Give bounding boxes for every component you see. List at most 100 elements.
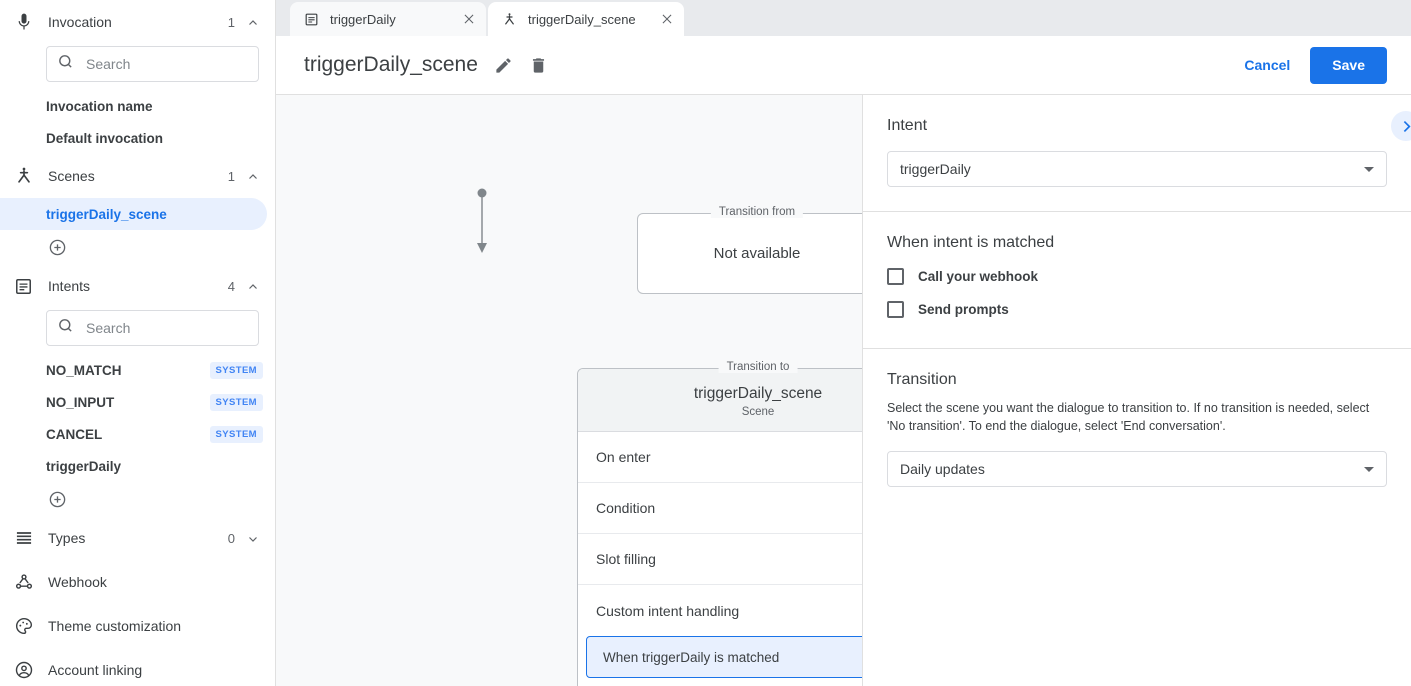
sidebar-group-label: Types xyxy=(48,530,86,546)
dropdown-arrow-icon xyxy=(1364,466,1374,472)
scene-row-label: Slot filling xyxy=(596,551,656,567)
sidebar-group-count: 1 xyxy=(227,168,235,184)
scene-node-title: triggerDaily_scene xyxy=(693,385,823,402)
types-icon xyxy=(14,528,40,548)
scene-row-custom-intent-handling[interactable]: Custom intent handling + xyxy=(578,585,862,636)
checkbox-call-your-webhook[interactable] xyxy=(887,268,904,285)
intent-select[interactable]: triggerDaily xyxy=(887,151,1387,187)
dropdown-arrow-icon xyxy=(1364,166,1374,172)
page-title: triggerDaily_scene xyxy=(304,53,478,76)
main-area: triggerDaily triggerDaily_scene xyxy=(276,0,1411,686)
search-icon xyxy=(57,317,74,339)
intents-search-wrap xyxy=(0,308,275,354)
checkbox-label: Call your webhook xyxy=(918,269,1039,284)
intents-search-input[interactable] xyxy=(84,319,248,337)
pencil-icon[interactable] xyxy=(494,56,513,75)
system-badge: SYSTEM xyxy=(209,361,263,379)
palette-icon xyxy=(14,616,40,636)
tab-label: triggerDaily_scene xyxy=(528,11,636,27)
intent-label: triggerDaily xyxy=(46,458,122,474)
close-icon[interactable] xyxy=(644,12,674,26)
intent-label: NO_MATCH xyxy=(46,362,122,378)
sidebar-group-intents[interactable]: Intents 4 xyxy=(0,264,275,308)
transition-to-legend: Transition to xyxy=(718,361,798,373)
system-badge: SYSTEM xyxy=(209,425,263,443)
sidebar-item-label: Account linking xyxy=(48,662,143,678)
chevron-down-icon[interactable] xyxy=(247,532,259,544)
when-intent-matched-heading: When intent is matched xyxy=(887,234,1055,251)
sidebar-group-count: 4 xyxy=(227,278,235,294)
close-icon[interactable] xyxy=(446,12,476,26)
invocation-search-box[interactable] xyxy=(46,46,259,82)
transition-select[interactable]: Daily updates xyxy=(887,451,1387,488)
account-circle-icon xyxy=(14,660,40,680)
left-sidebar: Invocation 1 Invocation name Default inv… xyxy=(0,0,276,686)
sidebar-group-types[interactable]: Types 0 xyxy=(0,516,275,560)
sidebar-item-cancel[interactable]: CANCEL SYSTEM xyxy=(0,418,275,450)
add-scene-button[interactable] xyxy=(0,230,275,264)
intent-section: Intent triggerDaily xyxy=(863,95,1411,211)
sidebar-item-no-input[interactable]: NO_INPUT SYSTEM xyxy=(0,386,275,418)
transition-from-node[interactable]: Transition from Not available xyxy=(637,206,862,294)
chevron-up-icon[interactable] xyxy=(247,280,259,292)
search-icon xyxy=(57,53,74,75)
sidebar-item-triggerdaily-scene[interactable]: triggerDaily_scene xyxy=(0,198,267,230)
scene-node-subtitle: Scene xyxy=(741,406,775,418)
transition-heading: Transition xyxy=(887,371,957,388)
tab-triggerdaily-scene[interactable]: triggerDaily_scene xyxy=(488,2,684,36)
checkbox-send-prompts[interactable] xyxy=(887,301,904,318)
transition-from-value: Not available xyxy=(713,245,801,262)
add-intent-button[interactable] xyxy=(0,482,275,516)
intents-icon xyxy=(14,277,40,296)
transition-description: Select the scene you want the dialogue t… xyxy=(887,401,1370,434)
scene-row-on-enter[interactable]: On enter + xyxy=(578,432,862,483)
scene-row-condition[interactable]: Condition + xyxy=(578,483,862,534)
sidebar-group-count: 0 xyxy=(227,530,235,546)
sidebar-item-default-invocation[interactable]: Default invocation xyxy=(46,130,164,146)
scenes-icon xyxy=(14,166,40,186)
intent-heading: Intent xyxy=(887,117,928,134)
scene-row-slot-filling[interactable]: Slot filling + xyxy=(578,534,862,585)
scene-row-label: Condition xyxy=(596,500,656,516)
scene-row-label: On enter xyxy=(596,449,651,465)
system-badge: SYSTEM xyxy=(209,393,263,411)
tab-bar: triggerDaily triggerDaily_scene xyxy=(276,0,1411,36)
sidebar-group-scenes[interactable]: Scenes 1 xyxy=(0,154,275,198)
cancel-button[interactable]: Cancel xyxy=(1232,49,1302,81)
when-intent-matched-section: When intent is matched Call your webhook… xyxy=(863,211,1411,348)
add-circle-icon xyxy=(48,238,67,257)
sidebar-item-webhook[interactable]: Webhook xyxy=(0,560,275,604)
sidebar-group-label: Invocation xyxy=(48,14,112,30)
sidebar-item-triggerdaily[interactable]: triggerDaily xyxy=(0,450,275,482)
transition-section: Transition Select the scene you want the… xyxy=(863,348,1411,511)
trash-icon[interactable] xyxy=(529,56,548,75)
transition-select-value: Daily updates xyxy=(900,461,985,478)
scene-row-label: Custom intent handling xyxy=(596,602,740,619)
invocation-search-wrap xyxy=(0,44,275,90)
intent-label: CANCEL xyxy=(46,426,103,442)
checkbox-row-send-prompts[interactable]: Send prompts xyxy=(887,301,1387,318)
chevron-up-icon[interactable] xyxy=(247,170,259,182)
right-properties-panel: Intent triggerDaily When intent is match… xyxy=(862,95,1411,686)
sidebar-item-account-linking[interactable]: Account linking xyxy=(0,648,275,686)
chevron-right-icon[interactable] xyxy=(1391,111,1411,141)
invocation-search-input[interactable] xyxy=(84,55,248,73)
tab-triggerdaily[interactable]: triggerDaily xyxy=(290,2,486,36)
sidebar-item-no-match[interactable]: NO_MATCH SYSTEM xyxy=(0,354,275,386)
intent-handler-chip[interactable]: When triggerDaily is matched xyxy=(586,636,862,678)
sidebar-item-theme-customization[interactable]: Theme customization xyxy=(0,604,275,648)
intents-search-box[interactable] xyxy=(46,310,259,346)
chevron-up-icon[interactable] xyxy=(247,16,259,28)
sidebar-item-invocation-name[interactable]: Invocation name xyxy=(46,98,153,114)
top-bar-actions: Cancel Save xyxy=(1232,46,1387,84)
custom-intent-handlers: When triggerDaily is matched xyxy=(578,636,862,686)
checkbox-row-call-your-webhook[interactable]: Call your webhook xyxy=(887,268,1387,285)
save-button[interactable]: Save xyxy=(1310,46,1387,84)
transition-to-node[interactable]: Transition to triggerDaily_scene Scene O… xyxy=(577,361,862,686)
sidebar-group-count: 1 xyxy=(227,14,235,30)
webhook-icon xyxy=(14,572,40,592)
checkbox-label: Send prompts xyxy=(918,302,1009,317)
scene-graph-canvas[interactable]: Transition from Not available Transition… xyxy=(276,95,862,686)
sidebar-group-invocation[interactable]: Invocation 1 xyxy=(0,0,275,44)
